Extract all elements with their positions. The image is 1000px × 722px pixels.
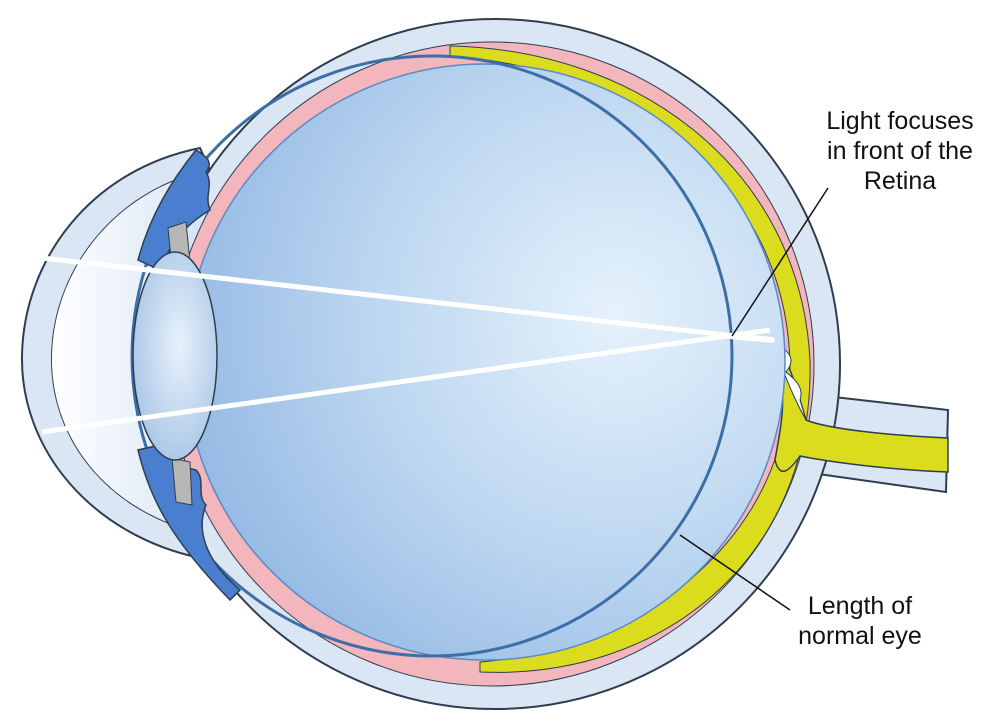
lens [132, 251, 218, 461]
label-light-focuses: Light focuses in front of the Retina [800, 106, 1000, 196]
light-ray-lower [41, 327, 771, 435]
label-focus-line-3: Retina [863, 167, 937, 195]
focus-spot [727, 333, 775, 343]
label-focus-line-2: in front of the [827, 137, 973, 165]
label-focus-line-1: Light focuses [826, 107, 974, 135]
label-length-line-2: normal eye [798, 622, 922, 650]
leader-line-length [679, 534, 791, 611]
label-length-of-normal-eye: Length of normal eye [760, 591, 960, 651]
zonule-lower [171, 457, 193, 506]
normal-eye-length-circle [130, 54, 734, 658]
light-ray-upper [41, 255, 771, 343]
leader-line-focus [731, 187, 829, 337]
label-length-line-1: Length of [807, 592, 913, 620]
vitreous-body [184, 63, 786, 661]
iris-upper [137, 149, 211, 272]
